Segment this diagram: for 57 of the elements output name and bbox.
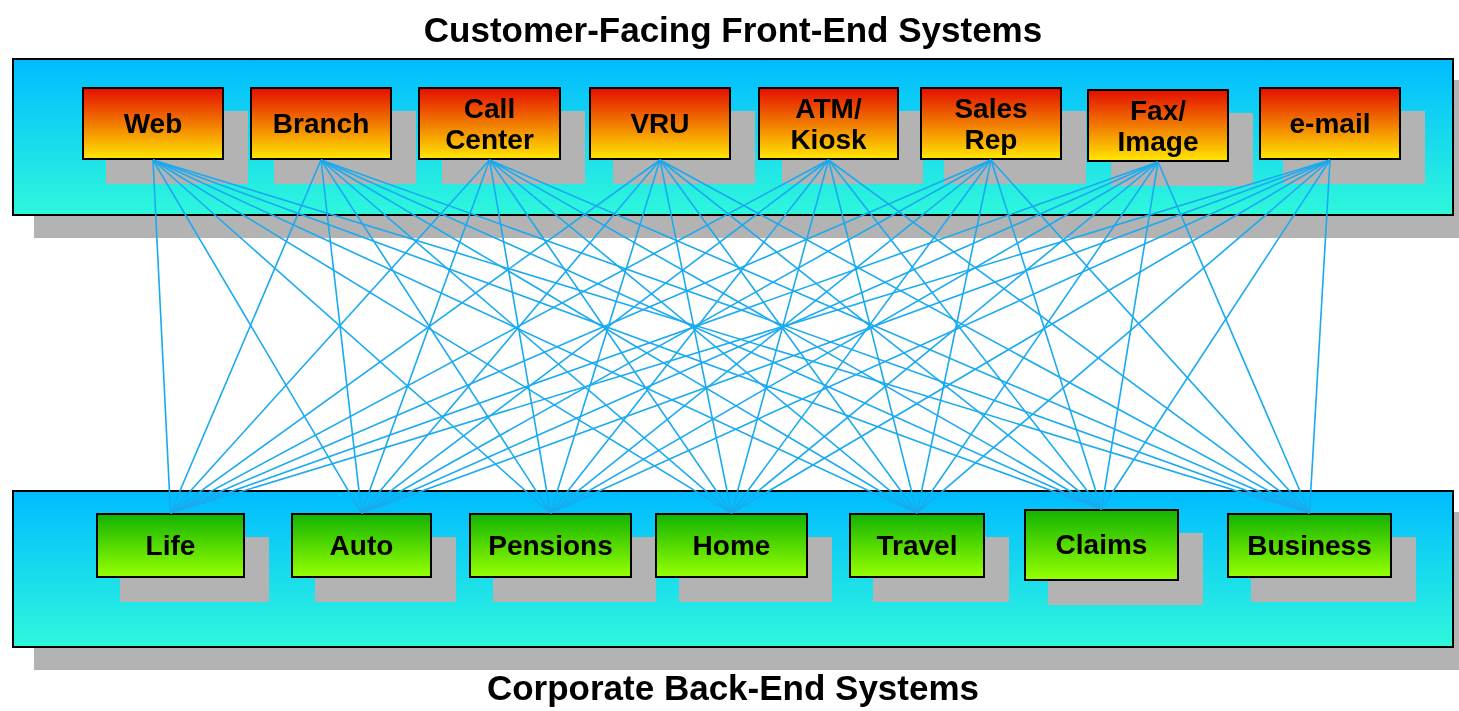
box-label: Travel	[875, 529, 959, 562]
system-box	[1259, 87, 1401, 160]
box-label: Fax/ Image	[1116, 94, 1200, 157]
system-box	[82, 87, 224, 160]
system-box	[250, 87, 392, 160]
connector-line	[549, 159, 661, 514]
connector-line	[659, 159, 918, 514]
connector-line	[320, 159, 363, 514]
connector-line	[360, 159, 491, 514]
connector-line	[549, 159, 830, 514]
connector-line	[827, 159, 918, 514]
system-box	[96, 513, 245, 578]
system-box	[291, 513, 432, 578]
box-label: Branch	[271, 107, 371, 140]
system-box	[655, 513, 808, 578]
connector-line	[169, 159, 322, 514]
connector-line	[730, 159, 830, 514]
connector-line	[320, 159, 552, 514]
connector-line	[1157, 161, 1311, 514]
connector-line	[916, 159, 992, 514]
connector-line	[1100, 161, 1159, 510]
box-label: ATM/ Kiosk	[789, 92, 868, 155]
connector-line	[152, 159, 172, 514]
box-label: Web	[122, 107, 184, 140]
panel-heading: Corporate Back-End Systems	[485, 668, 981, 708]
connector-line	[152, 159, 552, 514]
system-box	[589, 87, 731, 160]
connector-line	[1308, 159, 1331, 514]
box-label: VRU	[629, 107, 691, 140]
box-label: Pensions	[487, 529, 614, 562]
connector-line	[916, 161, 1159, 514]
system-box	[849, 513, 985, 578]
panel-heading: Customer-Facing Front-End Systems	[422, 10, 1044, 50]
connector-line	[152, 159, 363, 514]
box-label: Home	[691, 529, 772, 562]
system-box	[1024, 509, 1179, 581]
box-label: Life	[144, 529, 197, 562]
system-box	[1227, 513, 1392, 578]
box-label: Claims	[1054, 529, 1149, 561]
connector-line	[1100, 159, 1331, 510]
connector-line	[488, 159, 552, 514]
system-box	[758, 87, 899, 160]
system-box	[1087, 89, 1229, 162]
box-label: Auto	[328, 529, 395, 562]
connector-line	[169, 159, 491, 514]
connector-line	[990, 159, 1103, 510]
connector-line	[990, 159, 1311, 514]
connector-line	[730, 159, 992, 514]
connector-line	[916, 159, 1331, 514]
system-box	[920, 87, 1062, 160]
box-label: Sales Rep	[953, 92, 1029, 155]
box-label: Business	[1246, 529, 1373, 562]
box-label: Call Center	[444, 92, 535, 155]
connector-line	[659, 159, 733, 514]
box-label: e-mail	[1288, 107, 1372, 140]
system-box	[469, 513, 632, 578]
system-box	[418, 87, 561, 160]
